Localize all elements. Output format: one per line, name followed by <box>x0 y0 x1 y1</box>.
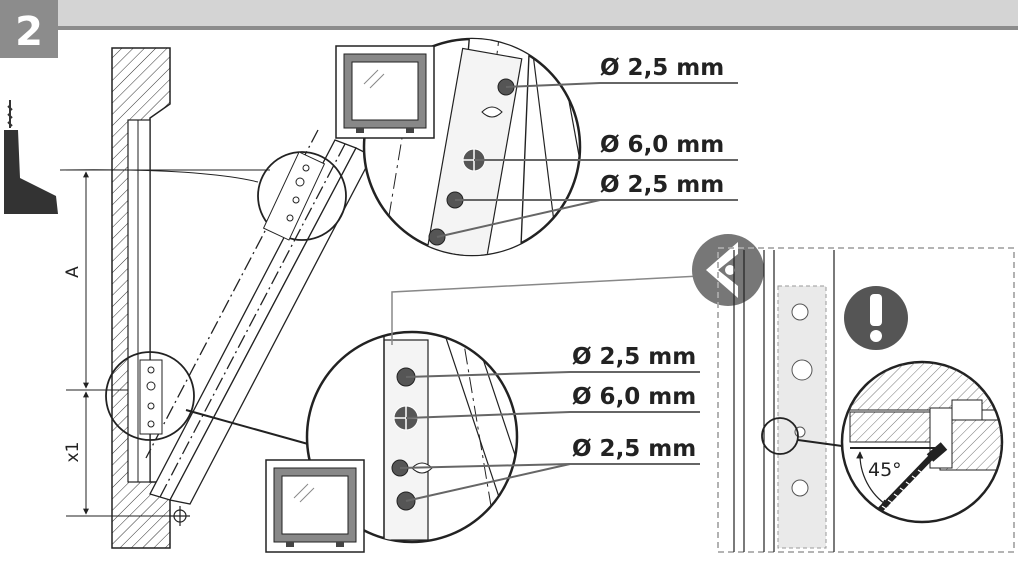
detail-marker-lower <box>105 351 195 441</box>
leader-top <box>59 169 259 183</box>
zoom-detail-screw <box>840 360 1004 524</box>
tilted-sash <box>145 129 373 505</box>
window-frame-icon-lower <box>265 459 365 553</box>
view-leader <box>391 275 701 345</box>
screw-icon <box>877 442 948 513</box>
top-dim-2: Ø 6,0 mm <box>600 132 724 158</box>
drill-icon <box>4 100 58 214</box>
top-dim-1: Ø 2,5 mm <box>600 55 724 81</box>
top-dim-3: Ø 2,5 mm <box>600 172 724 198</box>
window-frame-icon <box>335 45 435 139</box>
lower-dim-2: Ø 6,0 mm <box>572 384 696 410</box>
warning-exclamation-icon <box>844 286 908 350</box>
header-bar <box>0 0 1018 28</box>
lower-detail-leaders <box>399 371 700 502</box>
lower-dim-3: Ø 2,5 mm <box>572 436 696 462</box>
dimension-x1-label: x1 <box>63 442 83 463</box>
angle-label: 45° <box>868 459 902 481</box>
lower-dim-1: Ø 2,5 mm <box>572 344 696 370</box>
dimension-lines <box>66 169 270 517</box>
leader-lower <box>185 409 309 445</box>
step-number: 2 <box>15 9 43 55</box>
dimension-a-label: A <box>63 266 83 278</box>
top-detail-leaders <box>436 82 738 238</box>
step-badge: 2 <box>0 0 58 58</box>
hinge-plate <box>733 250 843 552</box>
reference-mark <box>170 506 190 526</box>
eye-view-icon <box>692 234 764 306</box>
header-rule <box>0 26 1018 30</box>
detail-marker-top <box>257 151 347 241</box>
